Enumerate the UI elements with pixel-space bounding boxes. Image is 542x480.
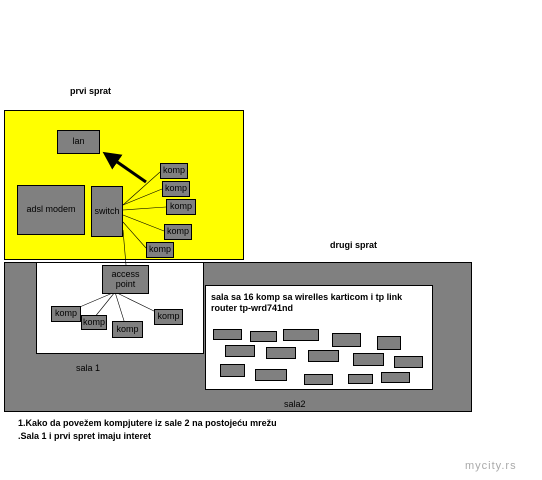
room2-comp	[220, 364, 245, 377]
first-floor-title: prvi sprat	[70, 86, 112, 96]
access-point-box: access point	[102, 265, 149, 294]
room1-label: sala 1	[76, 363, 101, 373]
room2-comp	[308, 350, 339, 362]
room2-comp	[332, 333, 361, 347]
room2-comp	[348, 374, 373, 384]
room1-komp-1: komp	[51, 306, 81, 322]
first-floor-komp-1: komp	[160, 163, 188, 179]
second-floor-title: drugi sprat	[330, 240, 378, 250]
room2-comp	[381, 372, 410, 383]
room2-comp	[353, 353, 384, 366]
lan-box: lan	[57, 130, 100, 154]
first-floor-komp-4: komp	[164, 224, 192, 240]
room2-comp	[304, 374, 333, 385]
room2-comp	[255, 369, 287, 381]
room1-komp-3: komp	[112, 321, 143, 338]
first-floor-komp-5: komp	[146, 242, 174, 258]
first-floor-komp-3: komp	[166, 199, 196, 215]
adsl-modem-box: adsl modem	[17, 185, 85, 235]
room2-description: sala sa 16 komp sa wirelles karticom i t…	[211, 292, 403, 314]
room2-comp	[377, 336, 401, 350]
room2-comp	[250, 331, 277, 342]
room2-comp	[266, 347, 296, 359]
switch-box: switch	[91, 186, 123, 237]
room1-komp-4: komp	[154, 309, 183, 325]
room2-comp	[394, 356, 423, 368]
first-floor-komp-2: komp	[162, 181, 190, 197]
note-2: .Sala 1 i prvi spret imaju interet	[18, 431, 152, 441]
room2-label: sala2	[284, 399, 306, 409]
room2-comp	[283, 329, 319, 341]
room2-comp	[225, 345, 255, 357]
room2-comp	[213, 329, 242, 340]
watermark: mycity.rs	[465, 460, 517, 472]
room1-komp-2: komp	[81, 315, 107, 330]
note-1: 1.Kako da povežem kompjutere iz sale 2 n…	[18, 418, 277, 428]
